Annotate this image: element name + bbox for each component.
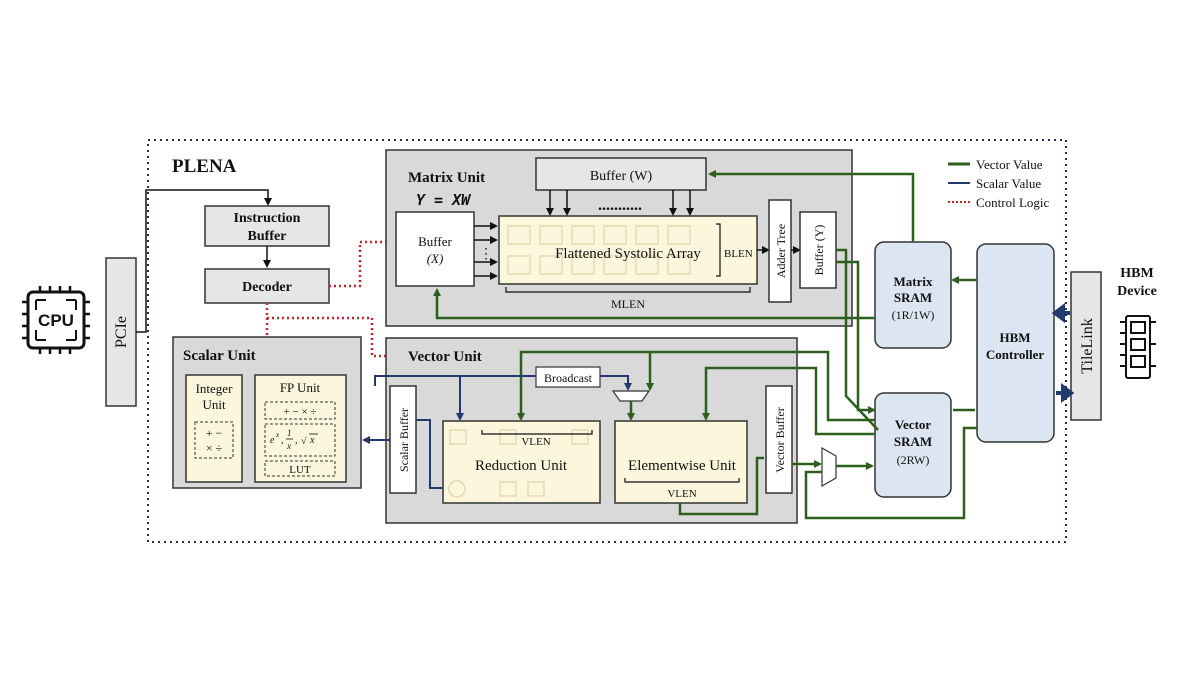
reduction-unit-label: Reduction Unit bbox=[475, 458, 568, 474]
matrix-unit-title: Matrix Unit bbox=[408, 170, 485, 186]
elementwise-vlen-label: VLEN bbox=[667, 488, 696, 500]
elementwise-vlen-brace bbox=[624, 478, 740, 483]
reduction-unit bbox=[442, 420, 601, 504]
adder-tree-label: Adder Tree bbox=[774, 224, 788, 278]
vector-sram-line2: SRAM bbox=[894, 434, 932, 449]
buffer-y-label: Buffer (Y) bbox=[812, 225, 826, 276]
svg-text:,: , bbox=[281, 435, 284, 446]
flattened-systolic-array bbox=[498, 215, 758, 285]
integer-ops-line1: + − bbox=[206, 426, 223, 440]
scalar-paths bbox=[362, 375, 632, 489]
vector-buffer-label: Vector Buffer bbox=[773, 407, 787, 472]
matrix-unit-equation: Y = XW bbox=[416, 191, 472, 209]
decoder-label: Decoder bbox=[242, 280, 292, 295]
tilelink-label: TileLink bbox=[1079, 318, 1096, 373]
cpu-chip: CPU bbox=[22, 286, 90, 354]
buffer-w-arrows bbox=[546, 190, 694, 216]
instruction-buffer-line1: Instruction bbox=[234, 211, 301, 226]
reduction-unit-watermark bbox=[448, 429, 589, 498]
integer-ops-box bbox=[194, 421, 234, 459]
pcie-to-instruction-buffer bbox=[136, 189, 272, 333]
blen-brace bbox=[716, 223, 721, 277]
legend: Vector Value Scalar Value Control Logic bbox=[948, 157, 1050, 210]
output-mux bbox=[821, 446, 837, 488]
fp-unit-label: FP Unit bbox=[280, 380, 321, 395]
legend-control-label: Control Logic bbox=[976, 195, 1050, 210]
tilelink-bus bbox=[1070, 271, 1102, 421]
hbm-device-line1: HBM bbox=[1120, 266, 1153, 281]
mlen-label: MLEN bbox=[611, 297, 645, 311]
control-lines bbox=[265, 240, 396, 358]
svg-text:,: , bbox=[295, 435, 298, 446]
systolic-cells bbox=[507, 225, 691, 275]
buffer-x-arrows bbox=[474, 222, 498, 280]
scalar-buffer-label: Scalar Buffer bbox=[397, 408, 411, 472]
vector-unit-title: Vector Unit bbox=[408, 349, 482, 365]
scalar-buffer bbox=[389, 385, 417, 494]
reduction-vlen-brace bbox=[481, 430, 593, 435]
lut-label: LUT bbox=[289, 464, 311, 476]
cpu-label: CPU bbox=[38, 311, 74, 330]
integer-unit-line2: Unit bbox=[202, 397, 226, 412]
lut-box bbox=[264, 460, 336, 477]
memory-chip-icon bbox=[1120, 315, 1156, 379]
legend-vector-label: Vector Value bbox=[976, 157, 1043, 172]
integer-ops-line2: × ÷ bbox=[206, 441, 223, 455]
mlen-brace bbox=[505, 287, 751, 293]
buffer-x-line1: Buffer bbox=[418, 234, 452, 249]
fp-unit bbox=[254, 374, 347, 483]
matrix-sram-line1: Matrix bbox=[894, 274, 933, 289]
svg-text:√: √ bbox=[301, 436, 307, 447]
pcie-bus bbox=[105, 257, 137, 407]
svg-text:x: x bbox=[309, 435, 315, 446]
hbm-controller-line1: HBM bbox=[999, 330, 1030, 345]
svg-text:x: x bbox=[275, 431, 280, 439]
svg-text:e: e bbox=[270, 435, 275, 446]
svg-text:1: 1 bbox=[287, 428, 292, 438]
matrix-sram-line2: SRAM bbox=[894, 290, 932, 305]
buffer-x-dots: ⋮ bbox=[479, 247, 493, 262]
buffer-w-label: Buffer (W) bbox=[590, 169, 653, 184]
fp-math-box bbox=[264, 423, 336, 457]
buffer-w-dots: ........... bbox=[598, 197, 642, 214]
plena-title: PLENA bbox=[172, 156, 237, 177]
tilelink-in-arrow bbox=[1051, 303, 1070, 323]
vector-buffer bbox=[765, 385, 793, 494]
vector-sram-line1: Vector bbox=[895, 417, 932, 432]
blen-label: BLEN bbox=[724, 248, 753, 260]
buffer-x-line2: (X) bbox=[427, 251, 444, 266]
vector-paths bbox=[433, 170, 977, 520]
hbm-controller-line2: Controller bbox=[986, 347, 1044, 362]
fp-ops-box bbox=[264, 401, 336, 420]
matrix-sram-line3: (1R/1W) bbox=[892, 308, 935, 322]
svg-text:x: x bbox=[286, 441, 291, 451]
buffer-x bbox=[395, 211, 475, 287]
legend-scalar-label: Scalar Value bbox=[976, 176, 1041, 191]
buffer-w bbox=[535, 157, 707, 191]
elementwise-unit-label: Elementwise Unit bbox=[628, 458, 737, 474]
hbm-controller bbox=[976, 243, 1055, 443]
vector-sram-line3: (2RW) bbox=[897, 453, 930, 467]
reduction-vlen-label: VLEN bbox=[521, 436, 550, 448]
systolic-array-label: Flattened Systolic Array bbox=[555, 246, 701, 262]
instruction-buffer-line2: Buffer bbox=[248, 229, 287, 244]
broadcast-mux bbox=[611, 390, 651, 402]
fp-ops-label: + − × ÷ bbox=[284, 406, 317, 418]
vector-sram bbox=[874, 392, 952, 498]
buffer-y bbox=[799, 211, 837, 289]
broadcast-label: Broadcast bbox=[544, 371, 593, 385]
integer-unit-line1: Integer bbox=[196, 381, 233, 396]
tilelink-out-arrow bbox=[1056, 383, 1075, 403]
hbm-device-line2: Device bbox=[1117, 284, 1157, 299]
pcie-label: PCIe bbox=[113, 316, 130, 348]
adder-tree bbox=[768, 199, 792, 303]
scalar-unit-title: Scalar Unit bbox=[183, 348, 256, 364]
